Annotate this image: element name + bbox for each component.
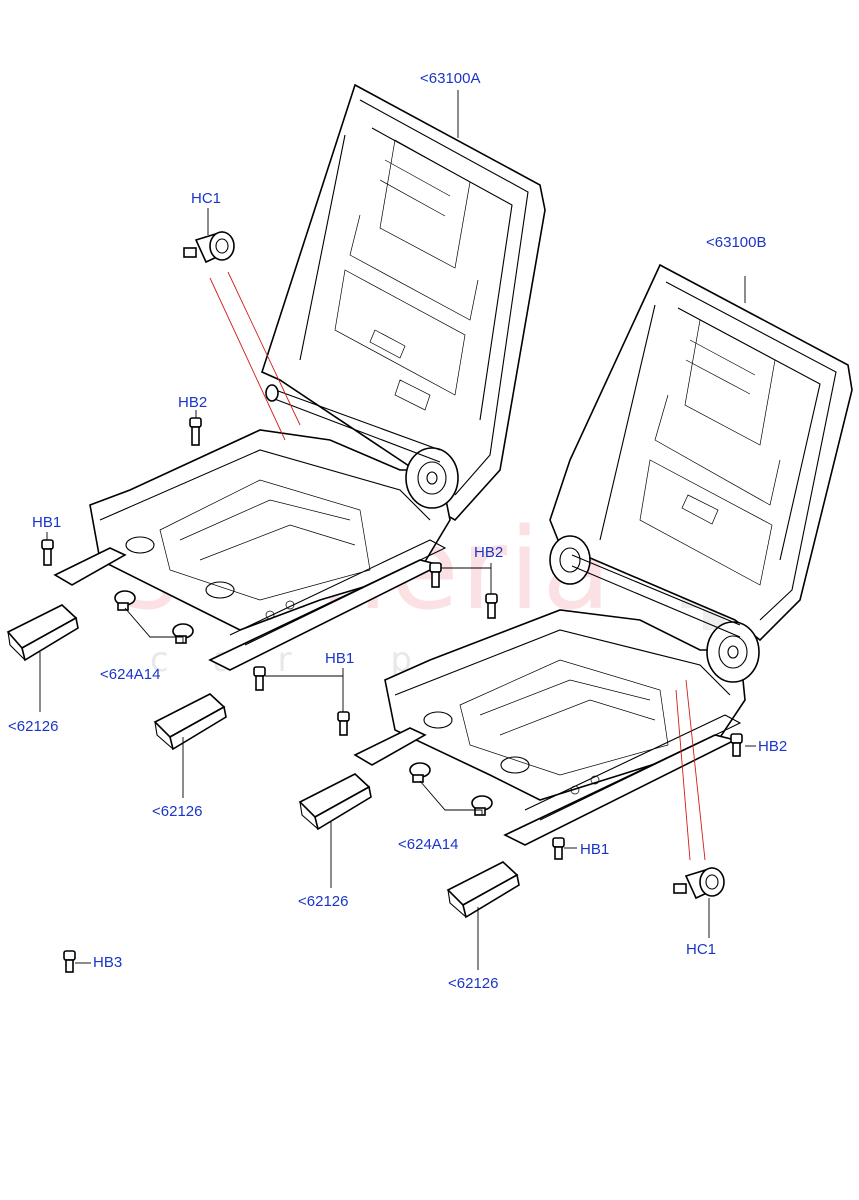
right-seat-frame [353,263,853,846]
callout-624a14-left: <624A14 [100,666,161,683]
bolt-hb2-right [730,733,743,757]
callout-62126-a: <62126 [8,718,59,735]
bolt-hb3 [63,950,76,973]
hc1-bushing-right [673,867,725,900]
callout-hb1-right: HB1 [580,841,610,858]
callout-62126-d: <62126 [448,975,499,992]
callout-hc1-left: HC1 [191,190,222,207]
callout-hb1-left: HB1 [32,514,62,531]
hc1-bushing-left [183,231,235,264]
callout-63100a: <63100A [420,70,481,87]
callout-hb2-mid: HB2 [474,544,504,561]
callout-hb3: HB3 [93,954,123,971]
bolt-hb2-mid-b [485,593,498,619]
bolt-hb2-left [189,417,202,446]
left-seat-frame [53,83,546,671]
trim-cover-62126-b [153,693,227,751]
trim-cover-62126-c [298,773,372,831]
callout-624a14-right: <624A14 [398,836,459,853]
bolt-hb1-mid-a [253,666,266,691]
callout-leaders [39,90,756,970]
callout-hb1-mid: HB1 [325,650,355,667]
callout-hb2-right: HB2 [758,738,788,755]
callout-62126-c: <62126 [298,893,349,910]
callout-hb2-left: HB2 [178,394,208,411]
callout-62126-b: <62126 [152,803,203,820]
hc1-left-red-leader [209,271,301,441]
hc1-right-red-leader [675,679,706,861]
trim-cover-62126-a [6,604,79,662]
bolt-hb2-mid-a [429,562,442,588]
bolt-hb1-left [41,539,54,566]
bolt-hb1-right [552,837,565,860]
trim-cover-62126-d [446,861,520,919]
callout-63100b: <63100B [706,234,767,251]
callout-hc1-right: HC1 [686,941,717,958]
clip-624a14-right [409,762,493,816]
bolt-hb1-mid-b [337,711,350,736]
